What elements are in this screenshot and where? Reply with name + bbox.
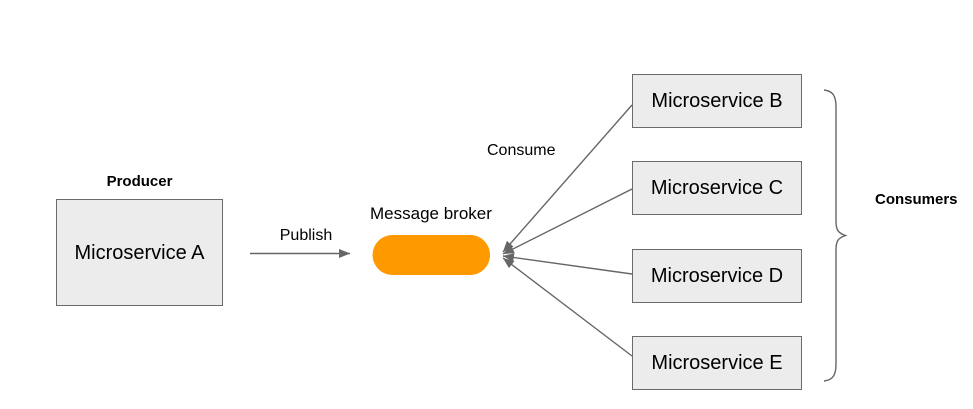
consumers-brace	[823, 89, 848, 382]
microservice-a-box: Microservice A	[56, 199, 223, 306]
broker-end-cap	[450, 235, 490, 275]
producer-caption: Producer	[106, 173, 173, 190]
publish-label: Publish	[279, 227, 333, 244]
microservice-c-box: Microservice C	[632, 161, 802, 215]
microservice-d-label: Microservice D	[650, 265, 784, 287]
microservice-c-label: Microservice C	[650, 177, 784, 199]
consume-arrow-c	[502, 188, 633, 255]
consume-arrow-e	[502, 257, 633, 357]
microservice-a-label: Microservice A	[74, 241, 205, 264]
microservice-e-label: Microservice E	[651, 352, 783, 374]
consumers-caption: Consumers	[875, 191, 958, 208]
consume-arrow-b	[502, 104, 633, 253]
microservice-b-label: Microservice B	[651, 90, 783, 112]
message-broker-label: Message broker	[370, 204, 492, 223]
microservice-b-box: Microservice B	[632, 74, 802, 128]
consume-label: Consume	[487, 142, 556, 159]
consume-arrow-d	[502, 253, 633, 275]
message-broker-shape	[372, 235, 490, 275]
microservice-e-box: Microservice E	[632, 336, 802, 390]
microservice-d-box: Microservice D	[632, 249, 802, 303]
